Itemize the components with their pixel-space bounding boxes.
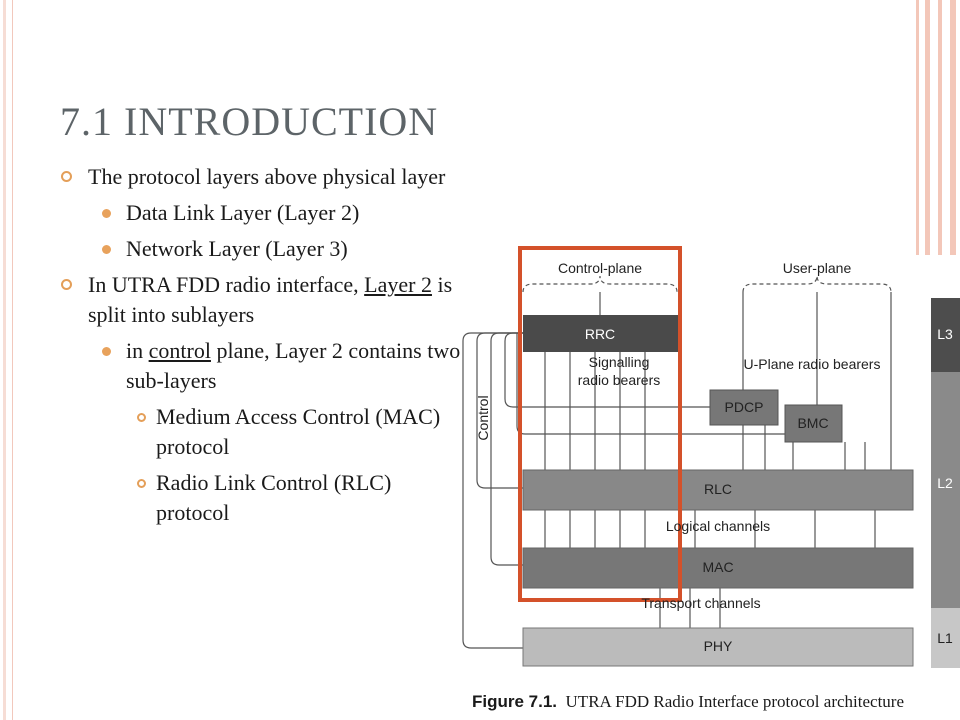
highlight-frame <box>518 246 682 602</box>
transport-channels-label: Transport channels <box>641 595 760 611</box>
ring-bullet-icon <box>61 279 72 290</box>
protocol-diagram: Control-plane User-plane RRC Signalling … <box>462 246 960 668</box>
small-ring-bullet-icon <box>137 413 146 422</box>
bullet-text-part: In UTRA FDD radio interface, <box>88 272 365 297</box>
ring-bullet-icon <box>61 171 72 182</box>
bullet-text: Network Layer (Layer 3) <box>126 236 348 261</box>
logical-channels-label: Logical channels <box>666 518 770 534</box>
bullet-item: The protocol layers above physical layer <box>60 162 470 192</box>
slide-right-decoration <box>916 0 960 255</box>
pdcp-label: PDCP <box>725 399 764 415</box>
bullet-text: The protocol layers above physical layer <box>88 164 446 189</box>
small-ring-bullet-icon <box>137 479 146 488</box>
mac-box <box>522 547 914 589</box>
l1-bar <box>931 608 960 668</box>
slide-title: 7.1 INTRODUCTION <box>60 99 439 144</box>
bullet-text-part: plane, Layer 2 contains two sub-layers <box>126 338 461 393</box>
phy-label: PHY <box>704 638 733 654</box>
l2-label: L2 <box>937 475 953 491</box>
protocol-architecture-figure: Control-plane User-plane RRC Signalling … <box>455 240 960 720</box>
bullet-text: Data Link Layer (Layer 2) <box>126 200 360 225</box>
slide-left-border <box>0 0 13 720</box>
bmc-box <box>784 404 843 443</box>
sub-sub-bullet-item: Radio Link Control (RLC) protocol <box>60 468 470 528</box>
underlined-term: Layer 2 <box>364 272 432 297</box>
phy-box <box>522 627 914 667</box>
caption-figure-number: Figure 7.1. <box>472 692 558 711</box>
sub-sub-bullet-item: Medium Access Control (MAC) protocol <box>60 402 470 462</box>
l2-bar <box>931 372 960 608</box>
bullet-text: Radio Link Control (RLC) protocol <box>156 470 392 525</box>
caption-text: UTRA FDD Radio Interface protocol archit… <box>565 692 904 711</box>
uplane-bearers-label: U-Plane radio bearers <box>744 356 881 372</box>
sub-bullet-item: Data Link Layer (Layer 2) <box>60 198 470 228</box>
bullet-text-part: is split into sublayers <box>88 272 453 327</box>
signalling-label-2: radio bearers <box>578 372 661 388</box>
dot-bullet-icon <box>102 209 111 218</box>
control-label: Control <box>475 395 491 440</box>
signalling-label-1: Signalling <box>589 354 650 370</box>
user-plane-label: User-plane <box>783 260 852 276</box>
l1-label: L1 <box>937 630 953 646</box>
l3-bar <box>931 298 960 372</box>
bullet-text: Medium Access Control (MAC) protocol <box>156 404 441 459</box>
bullet-list: The protocol layers above physical layer… <box>60 162 470 534</box>
bullet-text-part: in <box>126 338 149 363</box>
rlc-box <box>522 469 914 511</box>
dot-bullet-icon <box>102 347 111 356</box>
bmc-label: BMC <box>797 415 828 431</box>
mac-label: MAC <box>702 559 733 575</box>
underlined-term: control <box>148 338 211 363</box>
figure-caption: Figure 7.1. UTRA FDD Radio Interface pro… <box>472 692 904 712</box>
pdcp-box <box>709 389 779 426</box>
sub-bullet-item: Network Layer (Layer 3) <box>60 234 470 264</box>
sub-bullet-item: in control plane, Layer 2 contains two s… <box>60 336 470 396</box>
rrc-box <box>523 315 678 352</box>
l3-label: L3 <box>937 326 953 342</box>
dot-bullet-icon <box>102 245 111 254</box>
rlc-label: RLC <box>704 481 732 497</box>
rrc-label: RRC <box>585 326 615 342</box>
bullet-item: In UTRA FDD radio interface, Layer 2 is … <box>60 270 470 330</box>
control-plane-label: Control-plane <box>558 260 642 276</box>
